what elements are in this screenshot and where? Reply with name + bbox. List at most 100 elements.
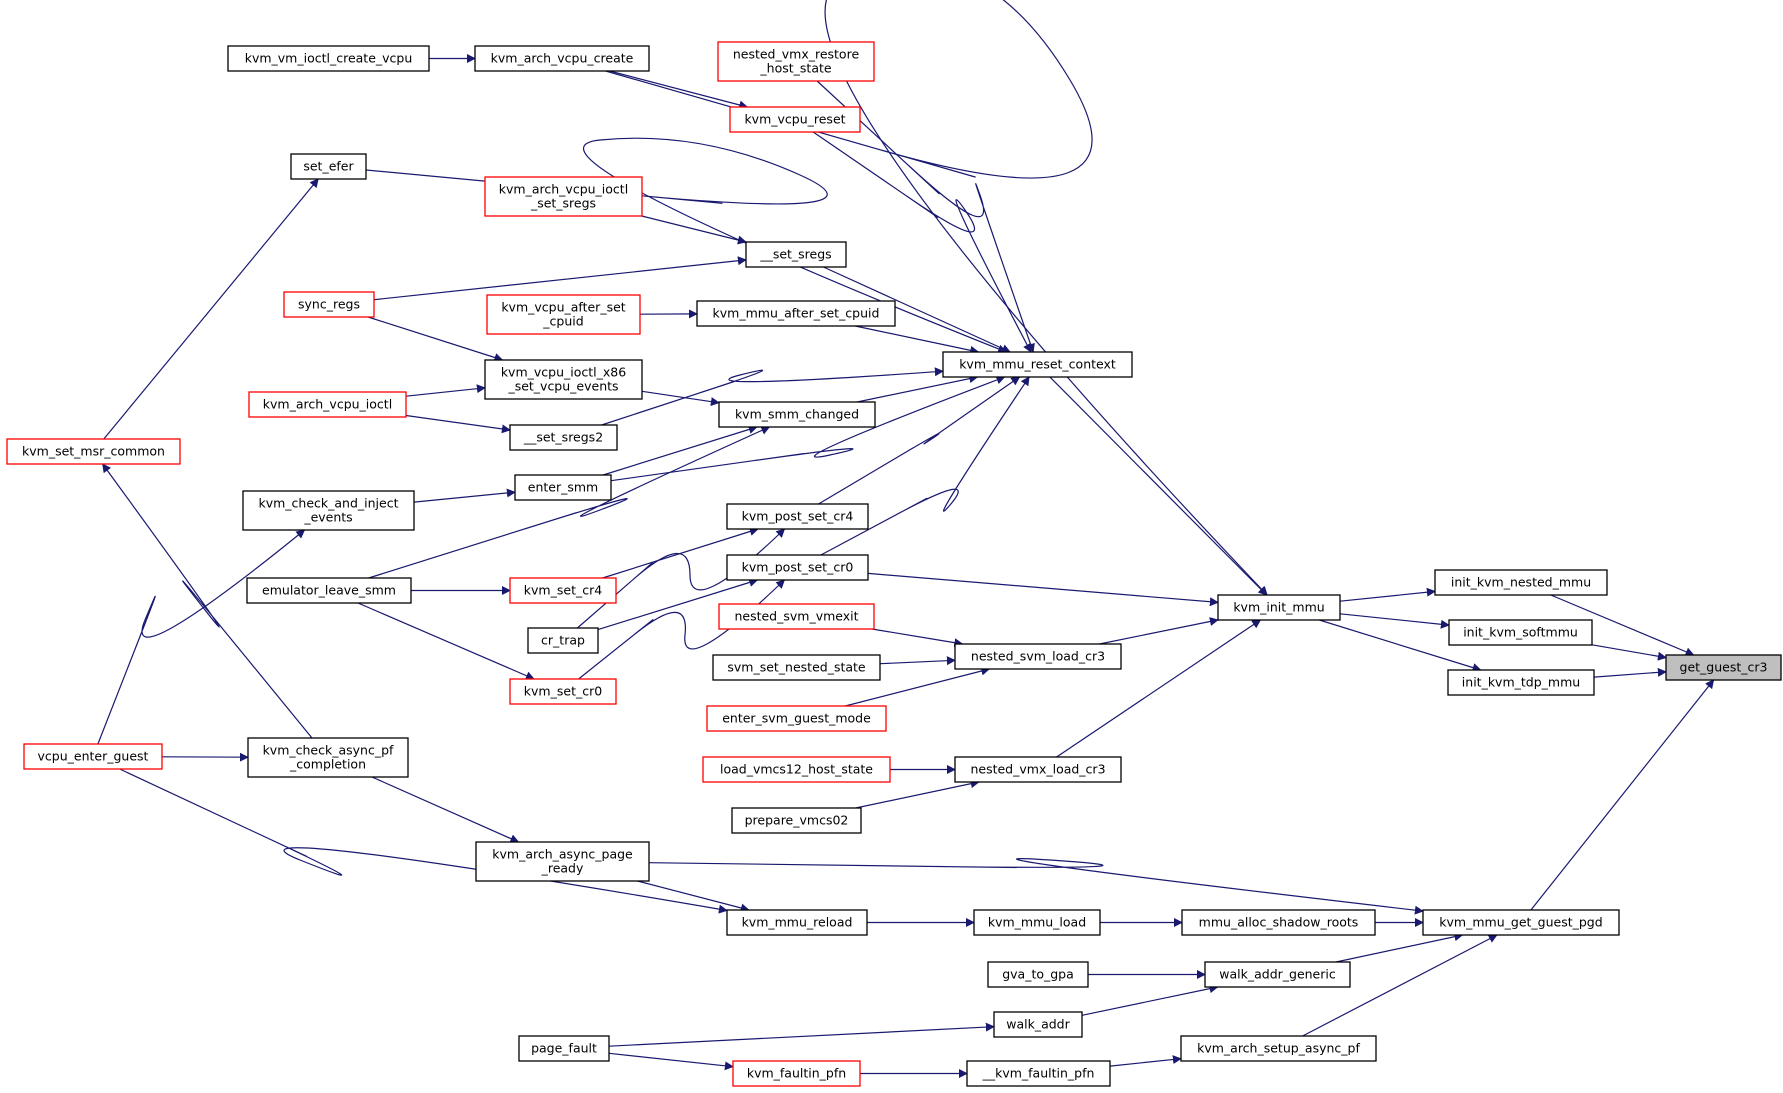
node-mmu_alloc_shadow_roots[interactable]: mmu_alloc_shadow_roots [1181, 909, 1376, 936]
node-set_efer[interactable]: set_efer [290, 153, 367, 180]
node-init_kvm_softmmu[interactable]: init_kvm_softmmu [1448, 619, 1593, 646]
edge-get_guest_cr3-to-kvm_mmu_get_guest_pgd [1530, 679, 1715, 911]
edge-line [1335, 932, 1464, 963]
node-vcpu_enter_guest[interactable]: vcpu_enter_guest [23, 743, 163, 770]
node-cr_trap[interactable]: cr_trap [527, 627, 599, 654]
node-gva_to_gpa[interactable]: gva_to_gpa [987, 961, 1089, 988]
node-kvm_set_msr_common[interactable]: kvm_set_msr_common [6, 438, 181, 465]
node-box [486, 294, 641, 335]
node-layer: get_guest_cr3 init_kvm_nested_mmu init_kvm… [6, 41, 1782, 1087]
node-box [283, 291, 375, 318]
node-label: init_kvm_tdp_mmu [1462, 675, 1580, 690]
edge-line [641, 215, 747, 245]
node-__set_sregs2[interactable]: __set_sregs2 [509, 424, 618, 451]
node-kvm_mmu_reload[interactable]: kvm_mmu_reload [726, 909, 868, 936]
edge-line [608, 1052, 734, 1071]
edge-line [1550, 594, 1695, 657]
edge-enter_smm-to-kvm_check_and_inject_events [413, 488, 516, 503]
node-prepare_vmcs02[interactable]: prepare_vmcs02 [731, 807, 862, 834]
node-kvm_smm_changed[interactable]: kvm_smm_changed [718, 401, 876, 428]
edge-line [1109, 1055, 1182, 1067]
node-label: enter_svm_guest_mode [722, 711, 871, 726]
node-walk_addr[interactable]: walk_addr [993, 1011, 1083, 1038]
node-box [717, 41, 875, 82]
node-kvm_vm_ioctl_create_vcpu[interactable]: kvm_vm_ioctl_create_vcpu [227, 45, 430, 72]
node-kvm_arch_setup_async_pf[interactable]: kvm_arch_setup_async_pf [1180, 1035, 1377, 1062]
edge-line [1339, 613, 1450, 629]
node-enter_smm[interactable]: enter_smm [514, 474, 612, 501]
node-walk_addr_generic[interactable]: walk_addr_generic [1204, 961, 1351, 988]
node-label: prepare_vmcs02 [745, 813, 849, 828]
edge-line [1099, 617, 1219, 645]
node-kvm_mmu_load[interactable]: kvm_mmu_load [973, 909, 1101, 936]
node-kvm_arch_vcpu_ioctl[interactable]: kvm_arch_vcpu_ioctl [248, 391, 407, 418]
node-box [731, 807, 862, 834]
node-label: kvm_arch_async_page [492, 847, 633, 862]
edge-kvm_mmu_reset_context-to-kvm_mmu_after_set_cpuid [855, 325, 980, 355]
node-kvm_vcpu_after_set_cpuid[interactable]: kvm_vcpu_after_set_cpuid [486, 294, 641, 335]
node-box [509, 577, 617, 604]
edge-kvm_arch_async_page_ready-to-kvm_check_async_pf_completion [371, 776, 520, 843]
edge-line [597, 578, 759, 631]
node-sync_regs[interactable]: sync_regs [283, 291, 375, 318]
node-kvm_set_cr0[interactable]: kvm_set_cr0 [509, 678, 617, 705]
node-kvm_vcpu_ioctl_x86_set_vcpu_events[interactable]: kvm_vcpu_ioctl_x86_set_vcpu_events [484, 359, 643, 400]
node-label: kvm_arch_setup_async_pf [1197, 1041, 1360, 1056]
node-box [1448, 619, 1593, 646]
edge-kvm_init_mmu-to-kvm_post_set_cr0 [867, 572, 1219, 607]
node-label: kvm_mmu_load [988, 915, 1086, 930]
node-kvm_post_set_cr0[interactable]: kvm_post_set_cr0 [726, 554, 869, 581]
node-kvm_vcpu_reset[interactable]: kvm_vcpu_reset [729, 106, 861, 133]
edge-nested_vmx_load_cr3-to-prepare_vmcs02 [855, 779, 980, 809]
edge-kvm_mmu_reset_context-to-__set_sregs [823, 266, 1011, 353]
node-box [1434, 569, 1608, 596]
edge-line [637, 880, 750, 913]
node-page_fault[interactable]: page_fault [518, 1035, 610, 1062]
node-nested_svm_vmexit[interactable]: nested_svm_vmexit [718, 603, 875, 630]
node-enter_svm_guest_mode[interactable]: enter_svm_guest_mode [706, 705, 887, 732]
node-box [484, 359, 643, 400]
node-kvm_check_and_inject_events[interactable]: kvm_check_and_inject_events [242, 490, 415, 531]
node-kvm_check_async_pf_completion[interactable]: kvm_check_async_pf_completion [247, 737, 409, 778]
node-nested_svm_load_cr3[interactable]: nested_svm_load_cr3 [954, 643, 1122, 670]
node-init_kvm_nested_mmu[interactable]: init_kvm_nested_mmu [1434, 569, 1608, 596]
node-kvm_arch_vcpu_create[interactable]: kvm_arch_vcpu_create [474, 45, 650, 72]
node-kvm_arch_async_page_ready[interactable]: kvm_arch_async_page_ready [475, 841, 650, 882]
node-label: init_kvm_nested_mmu [1451, 575, 1591, 590]
node-kvm_post_set_cr4[interactable]: kvm_post_set_cr4 [726, 503, 869, 530]
node-__kvm_faultin_pfn[interactable]: __kvm_faultin_pfn [966, 1060, 1111, 1087]
edge-kvm_mmu_reset_context-to-kvm_post_set_cr0 [820, 376, 1030, 556]
edge-kvm_mmu_reset_context-to-kvm_vcpu_reset [812, 131, 1032, 353]
node-label: kvm_init_mmu [1233, 600, 1324, 615]
node-svm_set_nested_state[interactable]: svm_set_nested_state [712, 654, 881, 681]
node-nested_vmx_load_cr3[interactable]: nested_vmx_load_cr3 [954, 756, 1122, 783]
edge-line [641, 390, 720, 407]
edge-kvm_init_mmu-to-kvm_mmu_reset_context [1049, 376, 1268, 596]
node-kvm_mmu_reset_context[interactable]: kvm_mmu_reset_context [942, 351, 1133, 378]
node-kvm_faultin_pfn[interactable]: kvm_faultin_pfn [732, 1060, 861, 1087]
node-kvm_mmu_after_set_cpuid[interactable]: kvm_mmu_after_set_cpuid [696, 300, 896, 327]
edge-line [605, 0, 1268, 596]
node-load_vmcs12_host_state[interactable]: load_vmcs12_host_state [702, 756, 891, 783]
node-label: kvm_post_set_cr0 [742, 560, 854, 575]
node-kvm_set_cr4[interactable]: kvm_set_cr4 [509, 577, 617, 604]
node-nested_vmx_restore_host_state[interactable]: nested_vmx_restore_host_state [717, 41, 875, 82]
node-box [6, 438, 181, 465]
edge-line [871, 628, 964, 648]
node-emulator_leave_smm[interactable]: emulator_leave_smm [246, 577, 412, 604]
node-kvm_arch_vcpu_ioctl_set_sregs[interactable]: kvm_arch_vcpu_ioctl_set_sregs [484, 176, 643, 217]
node-kvm_mmu_get_guest_pgd[interactable]: kvm_mmu_get_guest_pgd [1422, 909, 1620, 936]
node-init_kvm_tdp_mmu[interactable]: init_kvm_tdp_mmu [1447, 669, 1595, 696]
edge-kvm_mmu_get_guest_pgd-to-kvm_arch_async_page_ready [648, 858, 1424, 915]
node-label: kvm_arch_vcpu_ioctl [499, 182, 628, 197]
node-label: kvm_post_set_cr4 [742, 509, 854, 524]
node-box [987, 961, 1089, 988]
node-box [475, 841, 650, 882]
node-label: kvm_mmu_reload [742, 915, 853, 930]
node-box [484, 176, 643, 217]
node-__set_sregs[interactable]: __set_sregs [745, 241, 847, 268]
node-kvm_init_mmu[interactable]: kvm_init_mmu [1217, 594, 1341, 621]
node-box [509, 424, 618, 451]
node-label: get_guest_cr3 [1680, 660, 1768, 675]
edge-line [365, 137, 1008, 354]
